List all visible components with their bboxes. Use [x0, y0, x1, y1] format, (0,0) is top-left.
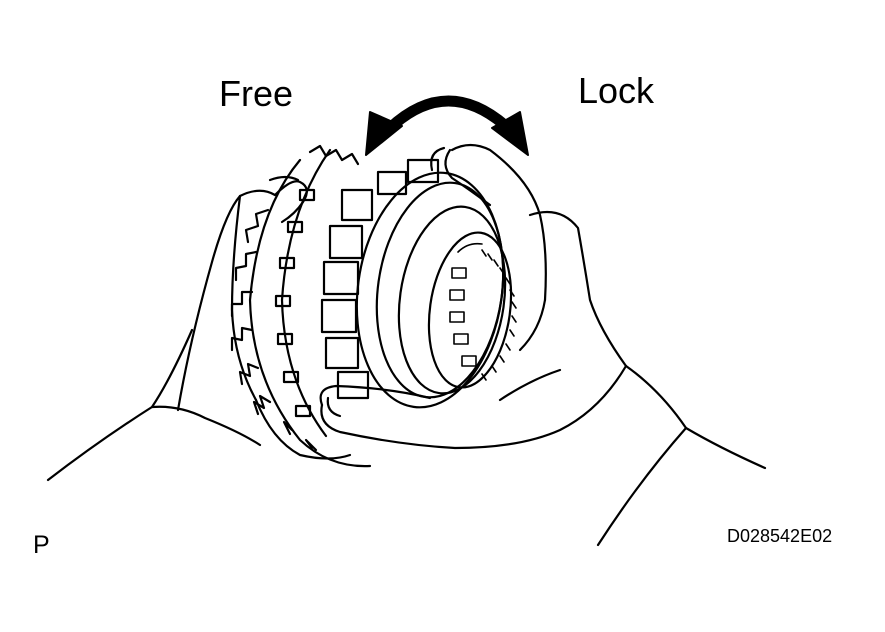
- outer-gear: [230, 144, 372, 468]
- free-label: Free: [219, 73, 294, 114]
- sleeve-teeth: [320, 158, 440, 400]
- right-forearm: [596, 364, 767, 547]
- inner-hub: [449, 242, 517, 381]
- lock-label: Lock: [578, 70, 655, 111]
- figure-code-label: D028542E02: [727, 526, 833, 546]
- right-hand: [430, 143, 628, 402]
- rotation-arrow-icon: [365, 95, 529, 156]
- right-thumb: [319, 364, 628, 450]
- left-forearm: [46, 328, 262, 482]
- view-marker-label: P: [33, 531, 50, 559]
